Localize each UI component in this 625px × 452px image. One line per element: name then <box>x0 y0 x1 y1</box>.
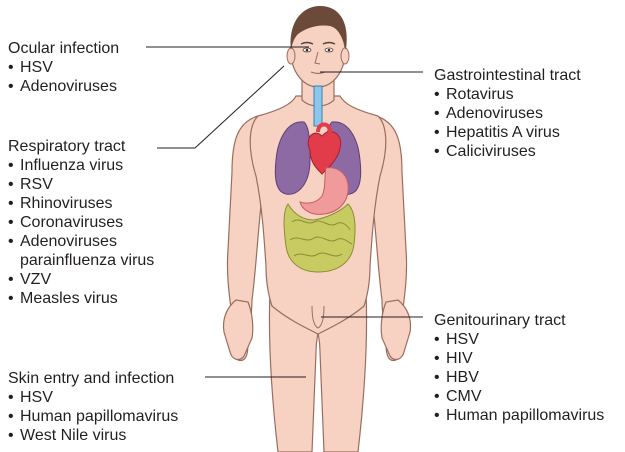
list-item: Human papillomavirus <box>8 407 178 426</box>
list-item: Hepatitis A virus <box>434 123 581 142</box>
group-title: Gastrointestinal tract <box>434 66 581 85</box>
ocular-infection-group: Ocular infection HSV Adenoviruses <box>8 39 119 96</box>
list-item: HSV <box>8 388 178 407</box>
genitourinary-tract-group: Genitourinary tract HSV HIV HBV CMV Huma… <box>434 311 604 425</box>
virus-list: Influenza virus RSV Rhinoviruses Coronav… <box>8 156 154 308</box>
list-item: Adenoviruses <box>434 104 581 123</box>
list-item: Rotavirus <box>434 85 581 104</box>
left-hand <box>224 300 253 359</box>
list-item: Measles virus <box>8 289 154 308</box>
list-item: RSV <box>8 175 154 194</box>
right-pupil <box>328 49 331 52</box>
skin-entry-group: Skin entry and infection HSV Human papil… <box>8 369 178 445</box>
list-item: Rhinoviruses <box>8 194 154 213</box>
right-hand <box>381 300 410 359</box>
list-item: CMV <box>434 387 604 406</box>
list-item: VZV <box>8 270 154 289</box>
list-item: Adenoviruses <box>8 232 154 251</box>
list-item: HBV <box>434 368 604 387</box>
list-item: Human papillomavirus <box>434 406 604 425</box>
list-item: West Nile virus <box>8 426 178 445</box>
virus-list: HSV HIV HBV CMV Human papillomavirus <box>434 330 604 425</box>
virus-list: HSV Adenoviruses <box>8 58 119 96</box>
list-item: HIV <box>434 349 604 368</box>
virus-list: HSV Human papillomavirus West Nile virus <box>8 388 178 445</box>
list-item: Adenoviruses <box>8 77 119 96</box>
list-item: HSV <box>434 330 604 349</box>
group-title: Skin entry and infection <box>8 369 178 388</box>
gastrointestinal-tract-group: Gastrointestinal tract Rotavirus Adenovi… <box>434 66 581 161</box>
trachea <box>314 86 322 126</box>
list-item: Coronaviruses <box>8 213 154 232</box>
left-pupil <box>306 49 309 52</box>
list-item: HSV <box>8 58 119 77</box>
group-title: Ocular infection <box>8 39 119 58</box>
list-item: Caliciviruses <box>434 142 581 161</box>
left-ear <box>287 48 295 64</box>
virus-list: Rotavirus Adenoviruses Hepatitis A virus… <box>434 85 581 161</box>
group-title: Genitourinary tract <box>434 311 604 330</box>
list-item-continuation: parainfluenza virus <box>8 251 154 270</box>
respiratory-tract-group: Respiratory tract Influenza virus RSV Rh… <box>8 137 154 308</box>
right-ear <box>341 48 349 64</box>
list-item: Influenza virus <box>8 156 154 175</box>
group-title: Respiratory tract <box>8 137 154 156</box>
